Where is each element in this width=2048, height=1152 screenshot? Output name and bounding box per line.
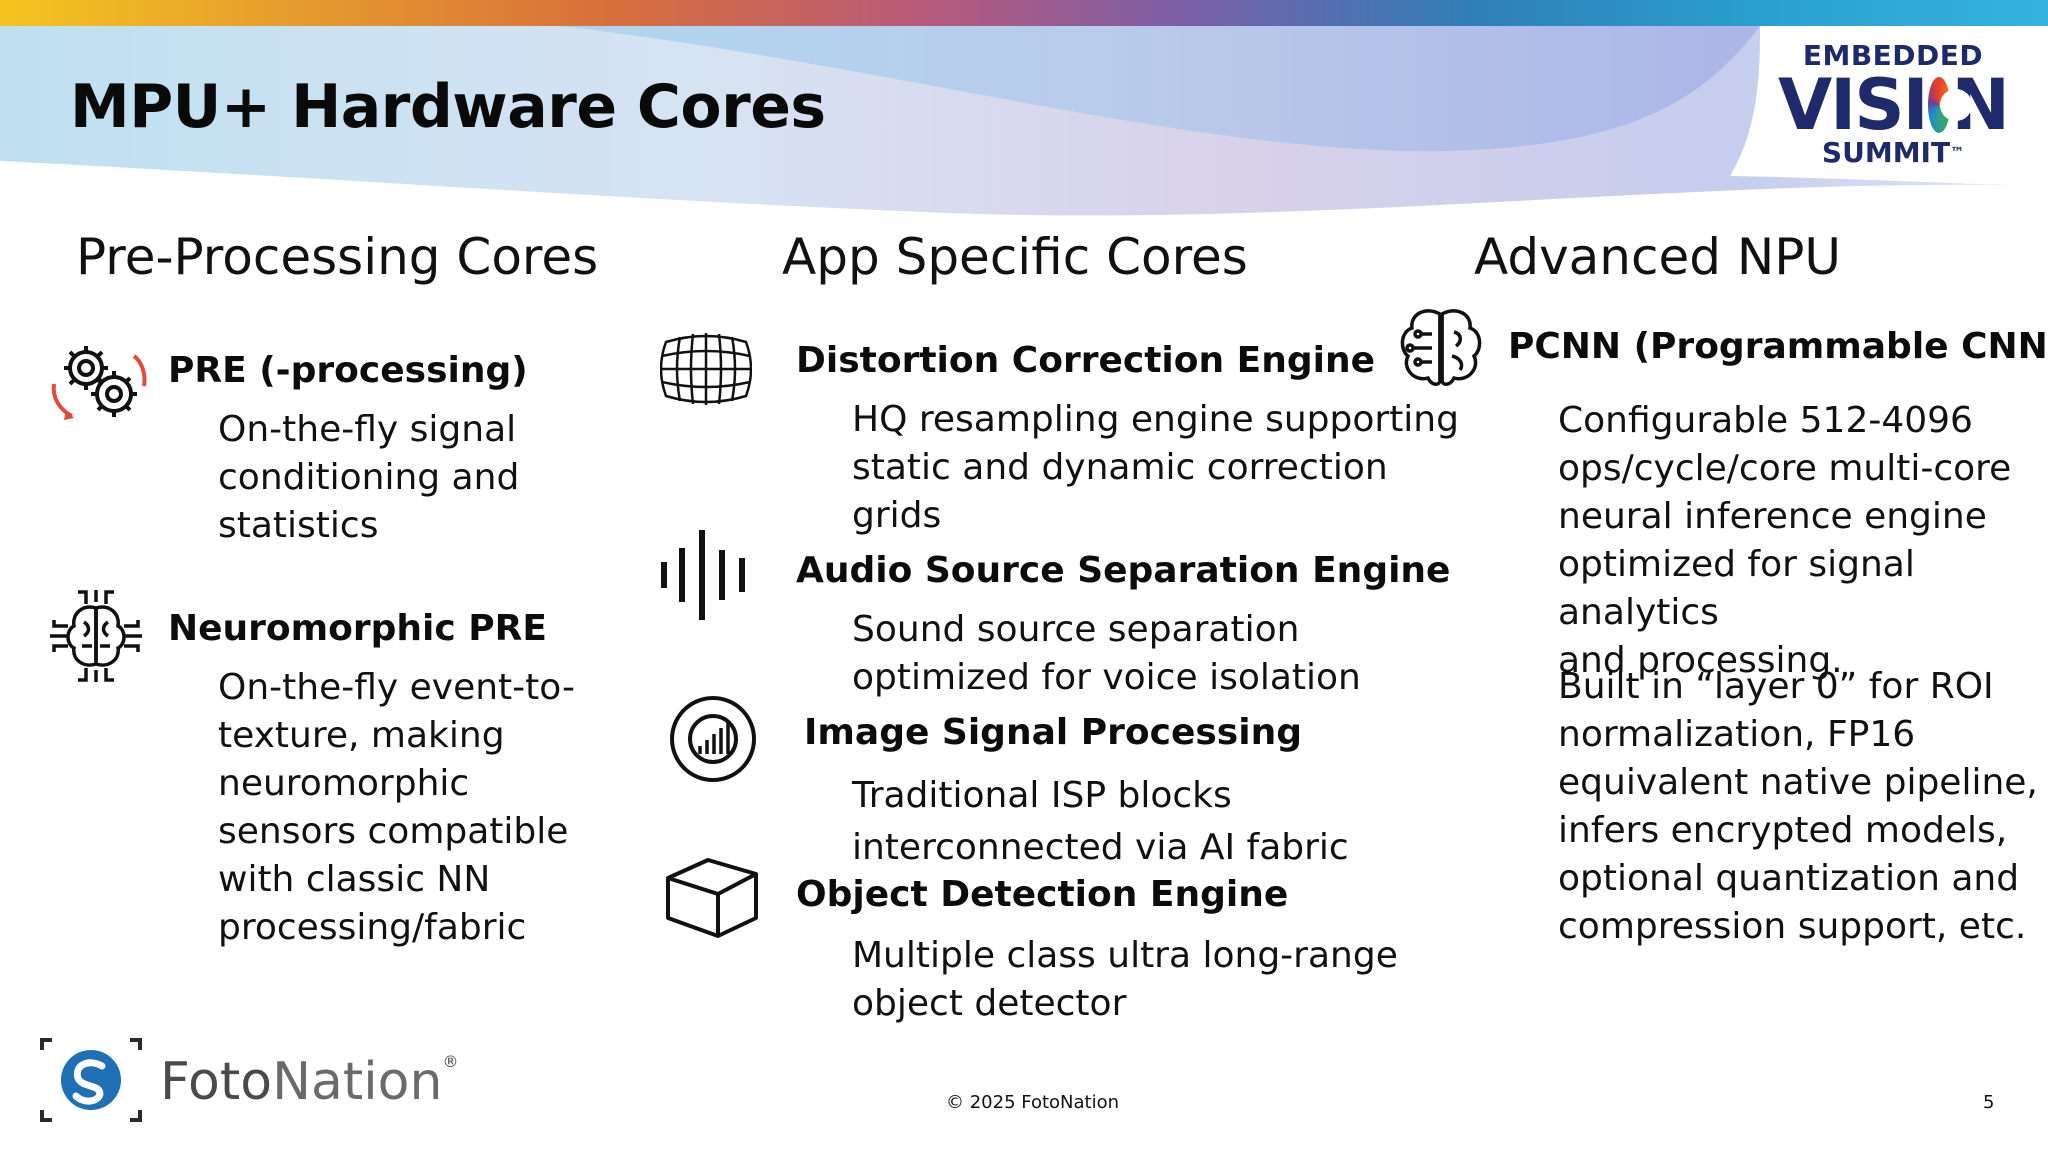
desc-line: normalization, FP16 xyxy=(1558,714,1916,755)
top-color-bar xyxy=(0,0,2048,26)
item-title-audio-separation: Audio Source Separation Engine xyxy=(796,550,1451,591)
item-title-object-detection: Object Detection Engine xyxy=(796,874,1289,915)
desc-line: Built in “layer 0” for ROI xyxy=(1558,666,1994,707)
logo-line-1: EMBEDDED xyxy=(1802,39,1984,72)
desc-line: processing/fabric xyxy=(218,907,527,948)
desc-line: and processing. xyxy=(1558,640,1843,681)
column-heading-advanced-npu: Advanced NPU xyxy=(1474,228,1842,286)
column-heading-pre-processing: Pre-Processing Cores xyxy=(76,228,599,286)
cube-icon xyxy=(666,858,758,938)
desc-line: ops/cycle/core multi-core xyxy=(1558,448,2012,489)
desc-line: sensors compatible xyxy=(218,811,569,852)
desc-line: statistics xyxy=(218,505,379,546)
desc-line: texture, making xyxy=(218,715,505,756)
logo-trademark: ™ xyxy=(1950,145,1965,161)
audio-waveform-icon xyxy=(661,530,745,620)
desc-line: optimized for voice isolation xyxy=(852,657,1361,698)
desc-line: Multiple class ultra long-range xyxy=(852,935,1398,976)
desc-line: Configurable 512-4096 xyxy=(1558,400,1973,441)
desc-line: optimized for signal analytics xyxy=(1558,544,1915,633)
item-title-image-signal-processing: Image Signal Processing xyxy=(804,712,1302,753)
desc-line: optional quantization and xyxy=(1558,858,2020,899)
item-title-distortion-correction: Distortion Correction Engine xyxy=(796,340,1376,381)
desc-line: neuromorphic xyxy=(218,763,470,804)
slide-title: MPU+ Hardware Cores xyxy=(70,72,826,142)
desc-line: conditioning and xyxy=(218,457,520,498)
logo-ring-icon xyxy=(1927,77,1972,133)
desc-line: On-the-fly event-to- xyxy=(218,667,575,708)
desc-line: Traditional ISP blocks xyxy=(852,775,1232,816)
item-desc-pcnn-2: Built in “layer 0” for ROI normalization… xyxy=(1558,663,2038,951)
desc-line: HQ resampling engine supporting xyxy=(852,399,1459,440)
fotonation-logo: FotoNation® xyxy=(38,1036,458,1128)
desc-line: Sound source separation xyxy=(852,609,1300,650)
fotonation-wordmark: FotoNation® xyxy=(160,1052,458,1112)
desc-line: static and dynamic correction xyxy=(852,447,1388,488)
page-number: 5 xyxy=(1983,1092,1995,1113)
embedded-vision-summit-logo: EMBEDDED VISI N SUMMIT™ xyxy=(1778,39,2010,175)
item-desc-neuromorphic-pre: On-the-fly event-to- texture, making neu… xyxy=(218,664,575,952)
fotonation-word-a: Foto xyxy=(160,1052,273,1112)
fotonation-word-b: Nation xyxy=(272,1052,443,1112)
desc-line: with classic NN xyxy=(218,859,491,900)
item-title-pre-processing: PRE (-processing) xyxy=(168,350,528,391)
brain-icon xyxy=(1400,309,1482,386)
column-heading-app-specific: App Specific Cores xyxy=(782,228,1248,286)
desc-line: infers encrypted models, xyxy=(1558,810,2008,851)
item-desc-image-signal-processing: Traditional ISP blocks interconnected vi… xyxy=(852,770,1349,874)
item-desc-pre-processing: On-the-fly signal conditioning and stati… xyxy=(218,406,519,550)
desc-line: grids xyxy=(852,495,942,536)
brain-circuit-icon xyxy=(50,590,142,682)
distortion-grid-icon xyxy=(660,333,752,405)
logo-line-3: SUMMIT™ xyxy=(1778,138,2008,168)
logo-line-2: VISI N xyxy=(1778,64,2010,146)
desc-line: equivalent native pipeline, xyxy=(1558,762,2038,803)
item-desc-distortion-correction: HQ resampling engine supporting static a… xyxy=(852,396,1459,540)
fotonation-mark-icon xyxy=(40,1038,142,1122)
item-desc-audio-separation: Sound source separation optimized for vo… xyxy=(852,606,1361,702)
gears-icon xyxy=(51,346,147,420)
fotonation-registered: ® xyxy=(442,1052,459,1071)
desc-line: compression support, etc. xyxy=(1558,906,2027,947)
desc-line: interconnected via AI fabric xyxy=(852,827,1349,868)
item-title-neuromorphic-pre: Neuromorphic PRE xyxy=(168,608,547,649)
item-title-pcnn: PCNN (Programmable CNN) xyxy=(1508,326,2048,367)
copyright-text: © 2025 FotoNation xyxy=(946,1092,1120,1113)
desc-line: object detector xyxy=(852,983,1127,1024)
logo-line-3-text: SUMMIT xyxy=(1821,136,1951,169)
item-desc-object-detection: Multiple class ultra long-range object d… xyxy=(852,932,1398,1028)
item-desc-pcnn-1: Configurable 512-4096 ops/cycle/core mul… xyxy=(1558,397,2048,685)
header-banner xyxy=(0,26,2048,216)
logo-line-2-a: VISI xyxy=(1778,64,1929,146)
image-signal-icon xyxy=(670,696,756,782)
desc-line: neural inference engine xyxy=(1558,496,1987,537)
desc-line: On-the-fly signal xyxy=(218,409,517,450)
